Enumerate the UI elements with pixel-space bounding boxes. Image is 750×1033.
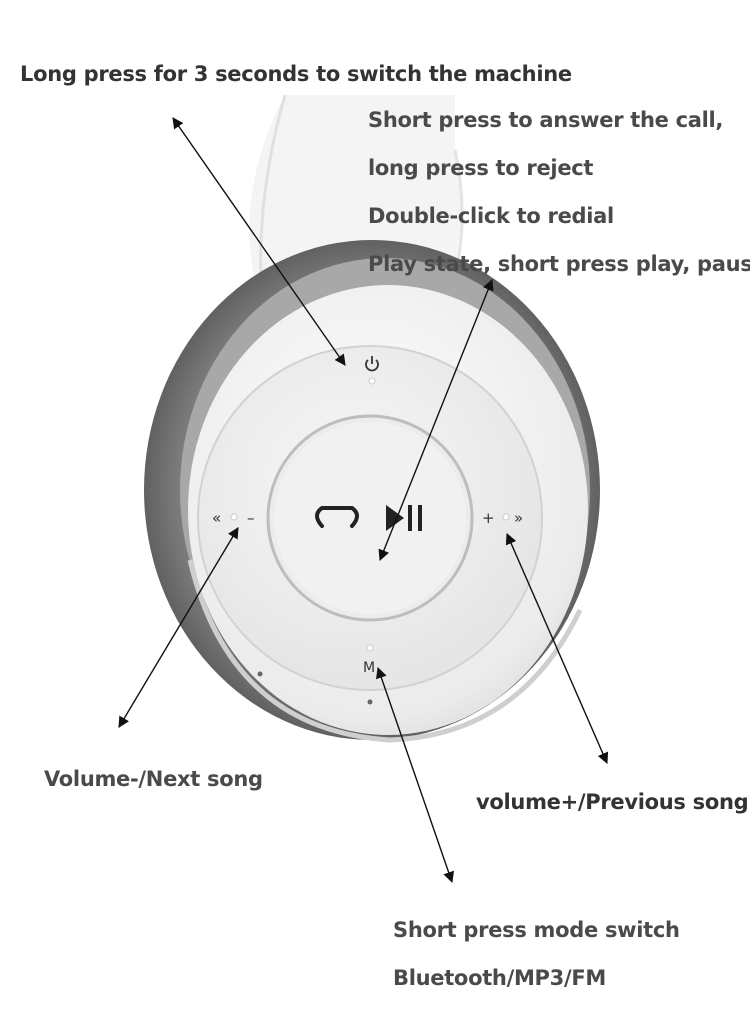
call-annotation-line2: long press to reject [368,156,593,180]
call-annotation-line4: Play state, short press play, pause [368,252,750,276]
power-annotation: Long press for 3 seconds to switch the m… [20,62,572,86]
plus-symbol[interactable]: + [482,509,495,527]
power-indicator-dot [369,378,375,384]
volume-up-annotation: volume+/Previous song [476,790,748,814]
mode-annotation-line1: Short press mode switch [393,918,680,942]
mode-symbol[interactable]: M [363,660,375,676]
previous-symbol[interactable]: « [212,509,221,527]
volume-down-annotation: Volume-/Next song [44,767,263,791]
left-indicator-dot [231,514,237,520]
mic-hole [368,700,373,705]
mic-hole [258,672,263,677]
right-indicator-dot [503,514,509,520]
minus-symbol[interactable]: – [247,509,255,527]
mode-indicator-dot [367,645,373,651]
next-symbol[interactable]: » [514,509,523,527]
call-annotation-line3: Double-click to redial [368,204,614,228]
mode-annotation-line2: Bluetooth/MP3/FM [393,966,606,990]
call-annotation-line1: Short press to answer the call, [368,108,723,132]
